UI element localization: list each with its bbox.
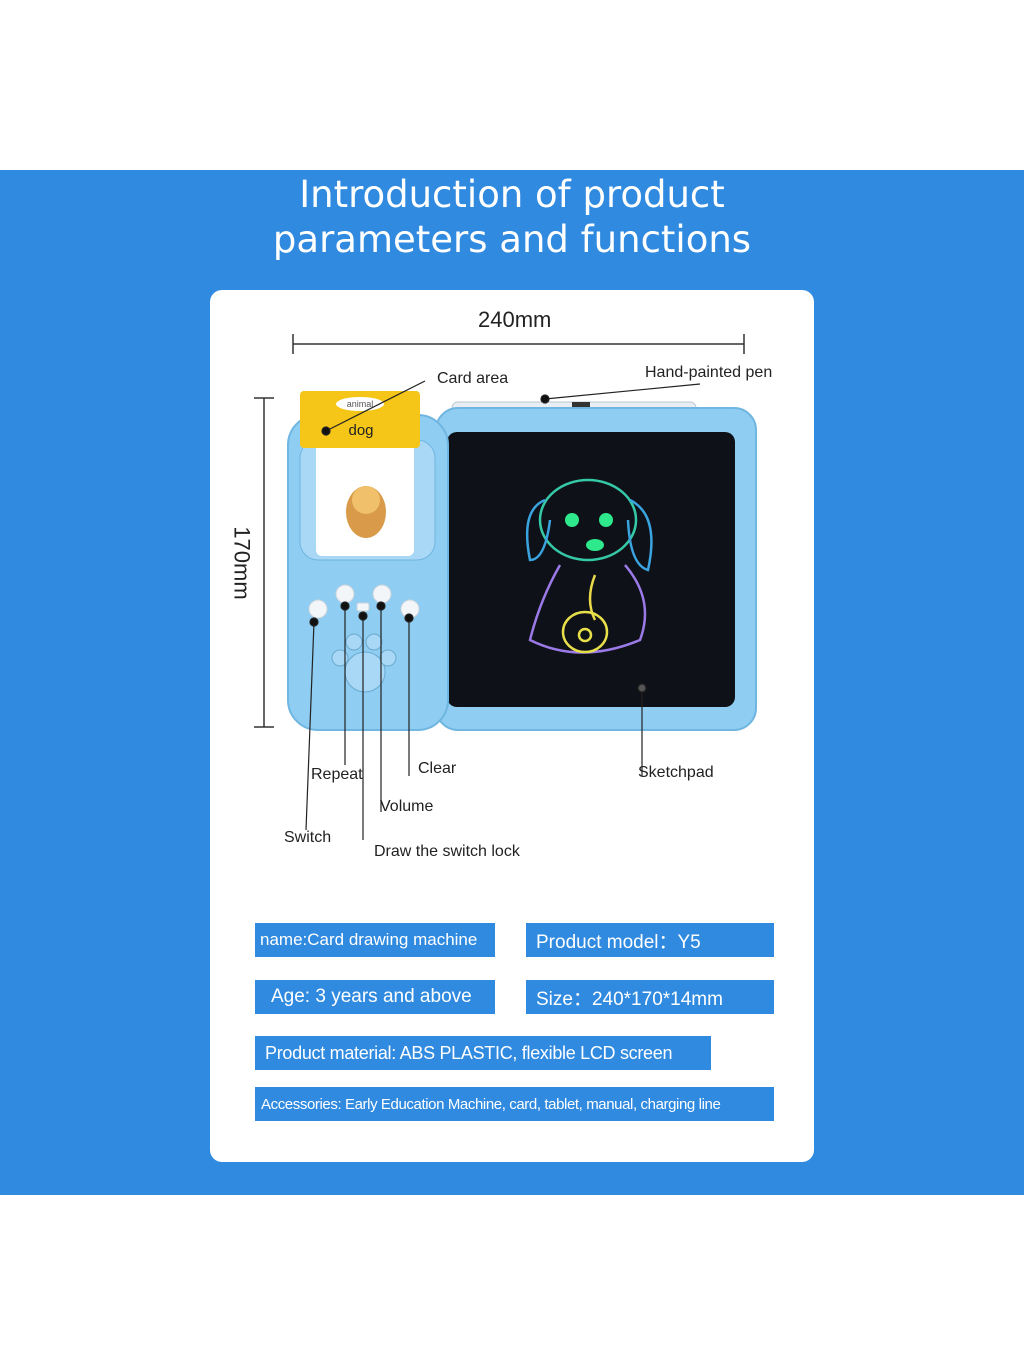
callout-clear: Clear <box>418 760 457 777</box>
width-dimension-line <box>292 334 745 354</box>
callout-repeat: Repeat <box>311 766 363 783</box>
card-word-label: dog <box>348 422 373 439</box>
sketchpad-screen <box>447 432 735 707</box>
flash-card <box>300 391 420 556</box>
callout-switch-lock: Draw the switch lock <box>374 843 520 860</box>
height-dimension-label: 170mm <box>229 526 255 600</box>
callout-volume: Volume <box>380 798 434 815</box>
callout-leaders <box>305 380 701 840</box>
callout-sketchpad: Sketchpad <box>638 764 714 781</box>
width-dimension-label: 240mm <box>478 307 552 332</box>
card-category-label: animal <box>347 399 374 409</box>
spec-name: name:Card drawing machine <box>255 923 495 957</box>
callout-card-area: Card area <box>437 370 509 387</box>
callout-switch: Switch <box>284 829 332 846</box>
spec-material: Product material: ABS PLASTIC, flexible … <box>255 1036 711 1070</box>
spec-size: Size：240*170*14mm <box>526 980 774 1014</box>
height-dimension-line <box>254 397 274 728</box>
spec-model: Product model：Y5 <box>526 923 774 957</box>
spec-age: Age: 3 years and above <box>255 980 495 1014</box>
page-title: Introduction of product parameters and f… <box>0 172 1024 262</box>
spec-accessories: Accessories: Early Education Machine, ca… <box>255 1087 774 1121</box>
title-line-1: Introduction of product <box>299 173 725 216</box>
neon-dog-drawing <box>525 478 653 654</box>
callout-hand-painted-pen: Hand-painted pen <box>645 364 773 381</box>
title-line-2: parameters and functions <box>272 218 752 261</box>
